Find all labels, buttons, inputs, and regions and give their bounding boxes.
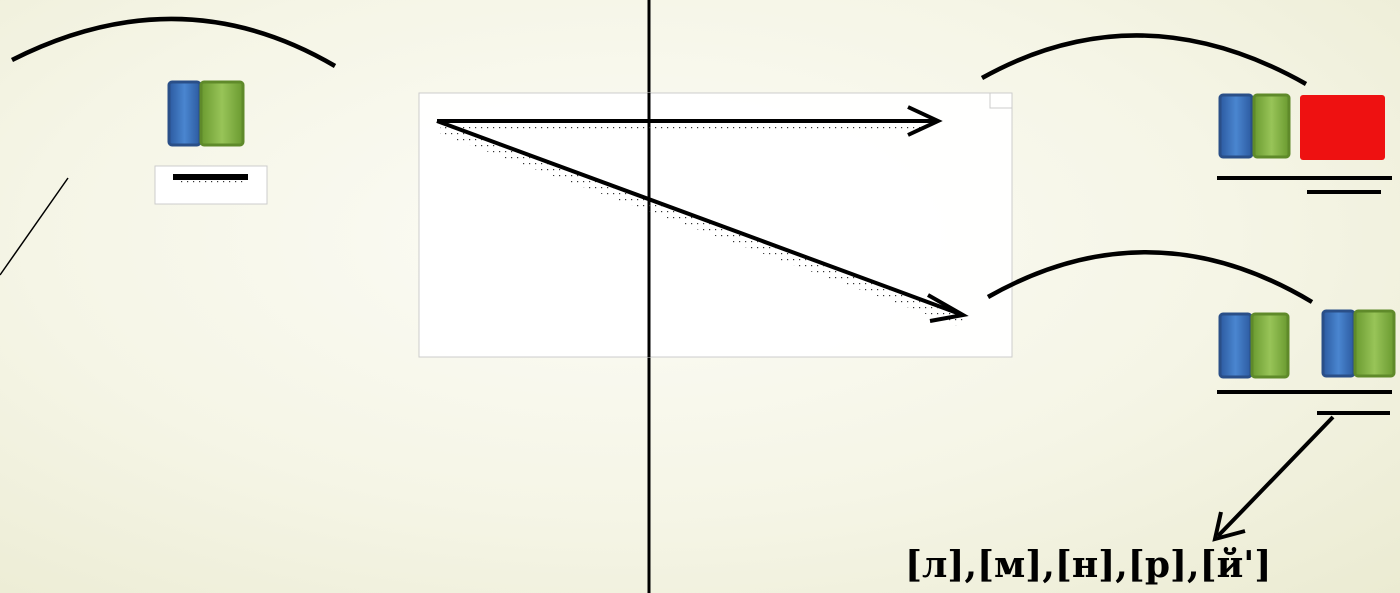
underline-box-left [154,165,268,205]
syllable-arc-left [10,16,337,68]
vowel-block [1218,93,1254,159]
voiced-block [1353,309,1396,378]
vowel-block [1321,309,1356,378]
syllable-arc-right-top [980,33,1308,86]
voiced-block [1250,312,1290,379]
sonorant-sounds-label: [л],[м],[н],[р],[й'] [905,544,1272,586]
consonant-block [1300,95,1385,160]
syllable-block-right-top [1218,93,1385,160]
vowel-block [167,80,202,147]
syllable-block-left [167,80,245,147]
arrow-panel [418,92,1013,358]
pointer-arrow [1212,415,1335,542]
vowel-block [1218,312,1253,379]
arrow-diagonal [436,119,969,323]
syllable-block-right-bottom-2 [1321,309,1396,378]
syllable-arc-right-bottom [986,249,1314,304]
diagonal-line-left [0,177,69,276]
syllable-block-right-bottom-1 [1218,312,1290,379]
voiced-block [1252,93,1291,159]
arrow-horizontal [437,105,943,137]
voiced-block [199,80,245,147]
thick-underline [173,174,248,180]
